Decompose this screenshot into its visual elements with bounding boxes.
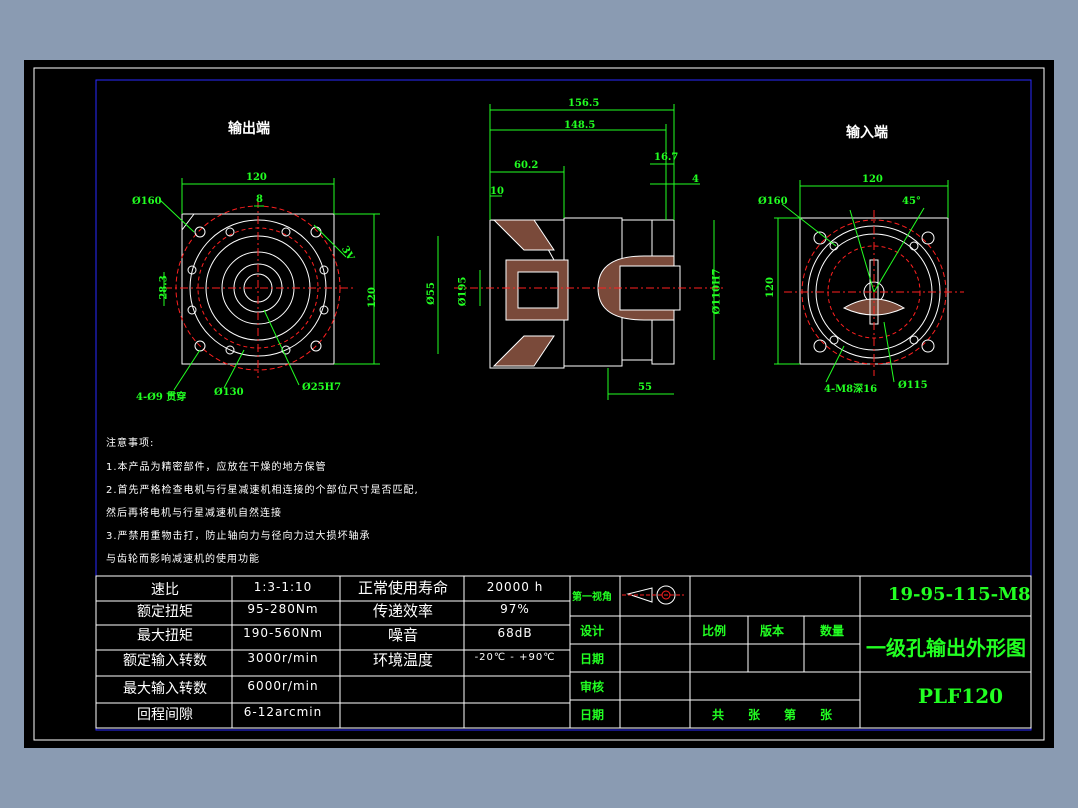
model-number: PLF120 — [918, 684, 1004, 708]
input-end-label: 输入端 — [846, 125, 888, 141]
cad-drawing — [33, 67, 1045, 741]
notes-line-2: 2.首先严格检查电机与行星减速机相连接的个部位尺寸是否匹配, — [106, 485, 419, 496]
inner-border — [95, 79, 1032, 731]
output-end-label: 输出端 — [228, 121, 270, 137]
dim-side-total: 156.5 — [568, 98, 600, 109]
notes-line-5: 与齿轮而影响减速机的使用功能 — [106, 554, 260, 565]
design-label: 设计 — [580, 624, 605, 638]
spec-key-2: 传递效率 — [372, 602, 433, 620]
spec-key: 回程间隙 — [137, 707, 193, 723]
spec-key: 最大输入转数 — [123, 681, 207, 697]
spec-value: 6000r/min — [247, 679, 319, 693]
date-label-2: 日期 — [580, 708, 605, 722]
dim-input-bolt-circle: Ø160 — [758, 196, 788, 207]
input-end-view — [774, 180, 964, 383]
dim-side-step: 10 — [490, 186, 504, 197]
spec-key: 最大扭矩 — [137, 628, 193, 644]
dim-output-width: 120 — [246, 172, 267, 183]
dim-side-in1: 16.7 — [654, 152, 679, 163]
dim-side-dia-inner: Ø195 — [457, 276, 469, 307]
drawing-sheet: 输出端 输入端 120 Ø160 8 28.3 3V 120 4-Ø9 贯穿 Ø… — [24, 60, 1054, 748]
sheets-label: 共 张 第 张 — [712, 708, 833, 722]
dim-input-width: 120 — [862, 174, 883, 185]
spec-value-2: -20℃ - +90℃ — [474, 652, 556, 663]
dim-side-body: 148.5 — [564, 120, 596, 131]
output-end-view — [159, 178, 380, 391]
dim-output-pilot: Ø130 — [214, 387, 244, 398]
spec-key-2: 正常使用寿命 — [357, 579, 448, 597]
projection-symbol-icon — [622, 585, 684, 605]
dim-side-dia-left: Ø55 — [425, 282, 437, 305]
dim-output-key: 8 — [256, 194, 263, 205]
drawing-name: 一级孔输出外形图 — [866, 636, 1026, 660]
dim-output-bore: Ø25H7 — [302, 382, 342, 393]
dim-side-flange: 60.2 — [514, 160, 539, 171]
spec-key-2: 环境温度 — [372, 651, 433, 669]
dim-input-angle: 45° — [902, 196, 921, 207]
notes-line-1: 1.本产品为精密部件，应放在干燥的地方保管 — [106, 462, 327, 473]
drawing-number: 19-95-115-M8 — [888, 584, 1031, 605]
spec-key: 额定扭矩 — [137, 604, 193, 620]
dim-side-dia-right: Ø110H7 — [711, 268, 723, 315]
spec-value: 95-280Nm — [247, 602, 319, 616]
qty-label: 数量 — [820, 624, 845, 638]
review-label: 审核 — [580, 680, 605, 694]
spec-value-2: 20000 h — [486, 580, 544, 594]
dim-side-in2: 4 — [692, 174, 699, 185]
spec-key: 速比 — [151, 582, 179, 598]
spec-value: 3000r/min — [247, 651, 319, 665]
dim-side-bottom: 55 — [638, 382, 652, 393]
dim-input-tap: 4-M8深16 — [824, 384, 878, 395]
outer-border — [33, 67, 1045, 741]
notes-heading: 注意事项: — [106, 438, 155, 449]
dim-output-shaft: 28.3 — [158, 275, 170, 300]
scale-label: 比例 — [702, 624, 727, 638]
title-block-grid — [569, 575, 1032, 729]
notes-line-3: 然后再将电机与行星减速机自然连接 — [106, 508, 282, 519]
dim-output-bolt-circle: Ø160 — [132, 196, 162, 207]
side-section-view — [454, 217, 724, 369]
dim-output-holes: 4-Ø9 贯穿 — [136, 392, 187, 403]
spec-value: 190-560Nm — [243, 626, 323, 640]
dim-input-pilot: Ø115 — [898, 380, 928, 391]
spec-key: 额定输入转数 — [123, 653, 207, 669]
side-dimensions — [437, 104, 715, 400]
projection-label: 第一视角 — [572, 592, 612, 603]
spec-value: 6-12arcmin — [243, 705, 323, 719]
spec-value: 1:3-1:10 — [253, 580, 313, 594]
spec-value-2: 97% — [500, 602, 530, 616]
dim-output-height: 120 — [366, 287, 378, 308]
dim-input-height: 120 — [764, 277, 776, 298]
date-label-1: 日期 — [580, 652, 605, 666]
spec-key-2: 噪音 — [387, 626, 418, 644]
version-label: 版本 — [760, 624, 785, 638]
spec-value-2: 68dB — [497, 626, 533, 640]
notes-line-4: 3.严禁用重物击打，防止轴向力与径向力过大损坏轴承 — [106, 531, 371, 542]
